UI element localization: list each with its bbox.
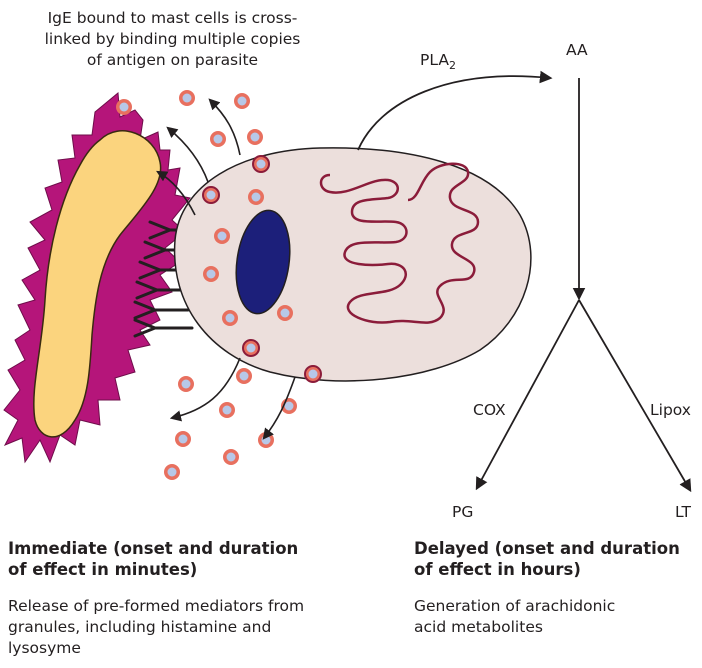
lipox-label: Lipox — [650, 400, 691, 421]
granule — [277, 305, 293, 321]
pla2-label: PLA2 — [420, 50, 456, 76]
immediate-description: Release of pre-formed mediators from gra… — [8, 596, 304, 659]
granule — [305, 366, 321, 382]
immediate-description-line: granules, including histamine and — [8, 617, 304, 638]
immediate-description-line: Release of pre-formed mediators from — [8, 596, 304, 617]
granule — [203, 266, 219, 282]
delayed-heading-line: of effect in hours) — [414, 559, 680, 580]
granule — [219, 402, 235, 418]
immediate-heading: Immediate (onset and duration of effect … — [8, 538, 298, 580]
granule — [243, 340, 259, 356]
delayed-heading: Delayed (onset and duration of effect in… — [414, 538, 680, 580]
granule — [164, 464, 180, 480]
delayed-description-line: acid metabolites — [414, 617, 615, 638]
mast-cell — [175, 148, 531, 381]
granule — [236, 368, 252, 384]
granule — [234, 93, 250, 109]
granule — [175, 431, 191, 447]
granule — [214, 228, 230, 244]
granule — [247, 129, 263, 145]
delayed-heading-line: Delayed (onset and duration — [414, 538, 680, 559]
parasite — [4, 93, 190, 462]
granule — [203, 187, 219, 203]
pg-label: PG — [452, 502, 473, 523]
pla-text: PLA — [420, 51, 449, 69]
granule — [210, 131, 226, 147]
mast-cell-membrane — [175, 148, 531, 381]
lipox-arrow — [579, 300, 690, 490]
immediate-description-line: lysosyme — [8, 638, 304, 659]
top-caption-line: linked by binding multiple copies — [0, 29, 345, 50]
delayed-description: Generation of arachidonic acid metabolit… — [414, 596, 615, 638]
granule — [179, 90, 195, 106]
immediate-heading-line: of effect in minutes) — [8, 559, 298, 580]
granule — [223, 449, 239, 465]
granule — [178, 376, 194, 392]
lt-label: LT — [675, 502, 691, 523]
aa-label: AA — [566, 40, 588, 61]
granule — [222, 310, 238, 326]
granule — [248, 189, 264, 205]
immediate-heading-line: Immediate (onset and duration — [8, 538, 298, 559]
top-caption-line: IgE bound to mast cells is cross- — [0, 8, 345, 29]
top-caption: IgE bound to mast cells is cross- linked… — [0, 8, 345, 71]
delayed-description-line: Generation of arachidonic — [414, 596, 615, 617]
pla-subscript: 2 — [449, 59, 456, 72]
granule — [253, 156, 269, 172]
top-caption-line: of antigen on parasite — [0, 50, 345, 71]
cox-label: COX — [473, 400, 506, 421]
granule — [116, 99, 132, 115]
pla2-arrow — [358, 76, 550, 150]
